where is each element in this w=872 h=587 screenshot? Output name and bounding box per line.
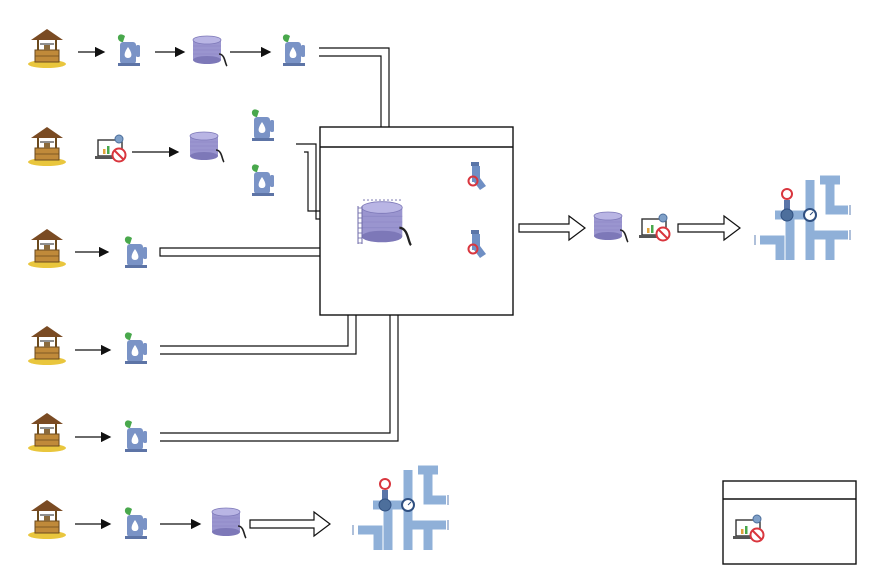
water-well-icon [28, 229, 66, 268]
valve-tap-icon [467, 162, 486, 190]
pipe-row5 [160, 305, 391, 434]
water-well-icon [28, 500, 66, 539]
water-pump-icon [251, 164, 274, 196]
water-pump-icon [251, 109, 274, 141]
large-storage-tank-icon [357, 199, 412, 247]
pipe-network-icon [352, 465, 449, 550]
water-pump-icon [124, 420, 147, 452]
hollow-arrow-to-network [249, 510, 331, 538]
hollow-arrow-out [518, 214, 586, 242]
water-pump-icon [124, 507, 147, 539]
storage-tank-icon [192, 35, 228, 67]
hollow-arrow-into-unit [159, 238, 347, 266]
water-pump-icon [117, 34, 140, 66]
valve-tap-icon [467, 230, 486, 258]
monitor-disabled-icon [733, 514, 765, 543]
pipe-row2 [304, 151, 330, 212]
pipe-row1 [319, 55, 382, 140]
box-layer [319, 126, 857, 565]
monitor-disabled-icon [639, 213, 671, 242]
pipe-row1 [319, 47, 390, 140]
icon-layer [28, 29, 851, 550]
pipe-row5 [160, 305, 399, 442]
water-well-icon [28, 413, 66, 452]
water-pump-icon [282, 34, 305, 66]
water-well-icon [28, 127, 66, 166]
hollow-arrow-to-network [677, 214, 741, 242]
central-unit-box [319, 126, 514, 316]
water-well-icon [28, 29, 66, 68]
storage-tank-icon [189, 131, 225, 163]
water-pump-icon [124, 236, 147, 268]
storage-tank-icon [211, 507, 247, 539]
storage-tank-icon [593, 211, 629, 243]
water-pump-icon [124, 332, 147, 364]
pipe-network-icon [754, 175, 851, 260]
pipe-row4 [160, 305, 349, 347]
monitor-disabled-icon [95, 134, 127, 163]
water-well-icon [28, 326, 66, 365]
pipe-row4 [160, 305, 357, 355]
